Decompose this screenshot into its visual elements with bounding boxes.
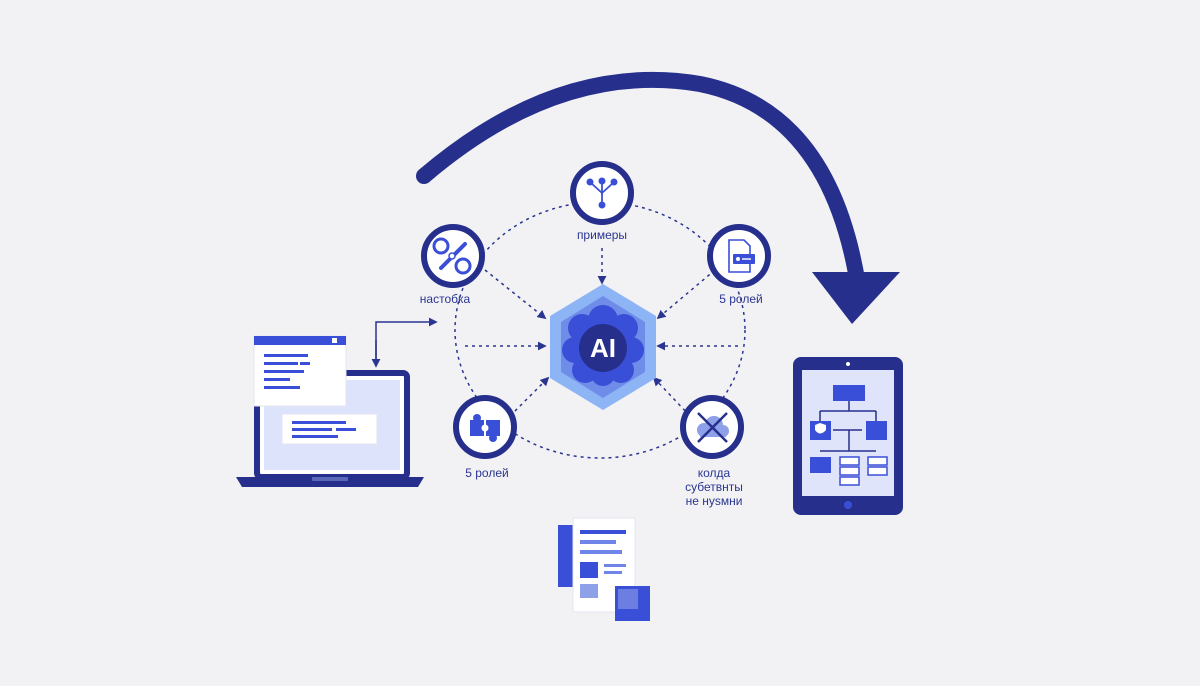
connectors (465, 248, 738, 417)
node-examples: примеры (570, 161, 634, 242)
node-setup: настобка (420, 224, 485, 306)
wrench-gear-icon (432, 237, 472, 275)
puzzle-icon (470, 414, 500, 442)
node-setup-label: настобка (420, 292, 471, 306)
node-when-line3: не нуsмни (686, 494, 743, 508)
laptop-illustration (236, 335, 424, 487)
node-roles-top-label: 5 ролей (719, 292, 762, 306)
node-examples-label: примеры (577, 228, 627, 242)
node-roles-bottom-label: 5 ролей (465, 466, 508, 480)
node-when-subagents: колда субетвнты не нуsмни (680, 395, 744, 508)
ai-core: AI (550, 284, 656, 410)
laptop-connector (371, 317, 438, 368)
tree-network-icon (586, 177, 618, 209)
tablet-illustration (793, 357, 903, 515)
big-curved-arrow (416, 71, 900, 324)
ai-label: AI (590, 333, 616, 363)
node-when-line1: колда (698, 466, 731, 480)
documents-illustration (558, 517, 650, 621)
orbit-ring (454, 201, 746, 459)
org-chart-icon (810, 385, 888, 486)
crossed-cloud-icon (697, 412, 729, 443)
node-when-line2: субетвнты (685, 480, 743, 494)
document-card-icon (728, 239, 755, 273)
node-roles-top: 5 ролей (707, 224, 771, 306)
node-roles-bottom: 5 ролей (453, 395, 517, 480)
